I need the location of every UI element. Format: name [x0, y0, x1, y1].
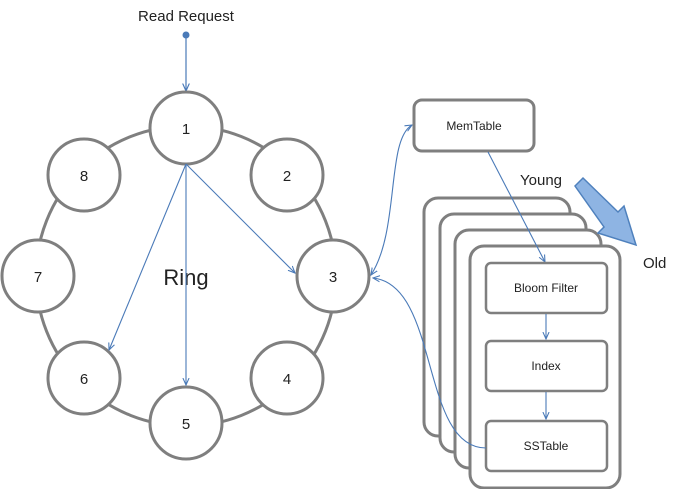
old-label: Old [643, 255, 666, 272]
replica-arrow-to-6 [109, 163, 187, 350]
memtable-label: MemTable [446, 119, 502, 133]
node-label: 7 [34, 269, 42, 286]
ring-node-6: 6 [46, 340, 122, 416]
sstable-to-node3-arrow [373, 278, 487, 449]
node-label: 8 [80, 168, 88, 185]
memtable-to-bloom-arrow [487, 151, 545, 262]
node-label: 4 [283, 371, 291, 388]
ring-node-3: 3 [295, 238, 371, 314]
node-label: 1 [182, 121, 190, 138]
index-label: Index [531, 359, 560, 373]
replica-arrow-to-3 [185, 163, 295, 273]
ring-node-1: 1 [148, 90, 224, 166]
node-label: 6 [80, 371, 88, 388]
bloom-filter-box: Bloom Filter [484, 261, 609, 315]
sstable-label: SSTable [524, 439, 569, 453]
ring-node-7: 7 [0, 238, 76, 314]
sstable-box: SSTable [484, 419, 609, 473]
ring-node-8: 8 [46, 137, 122, 213]
read-request-label: Read Request [138, 8, 235, 25]
young-label: Young [520, 172, 562, 189]
age-arrow-icon [574, 176, 638, 247]
ring-node-2: 2 [249, 137, 325, 213]
ring-node-5: 5 [148, 385, 224, 461]
index-box: Index [484, 339, 609, 393]
node-label: 2 [283, 168, 291, 185]
node-label: 5 [182, 416, 190, 433]
node3-memtable-arrow [371, 125, 412, 275]
request-origin-dot [182, 31, 190, 39]
node-label: 3 [329, 269, 337, 286]
ring-node-4: 4 [249, 340, 325, 416]
bloom-filter-label: Bloom Filter [514, 281, 578, 295]
memtable-box: MemTable [412, 98, 536, 153]
